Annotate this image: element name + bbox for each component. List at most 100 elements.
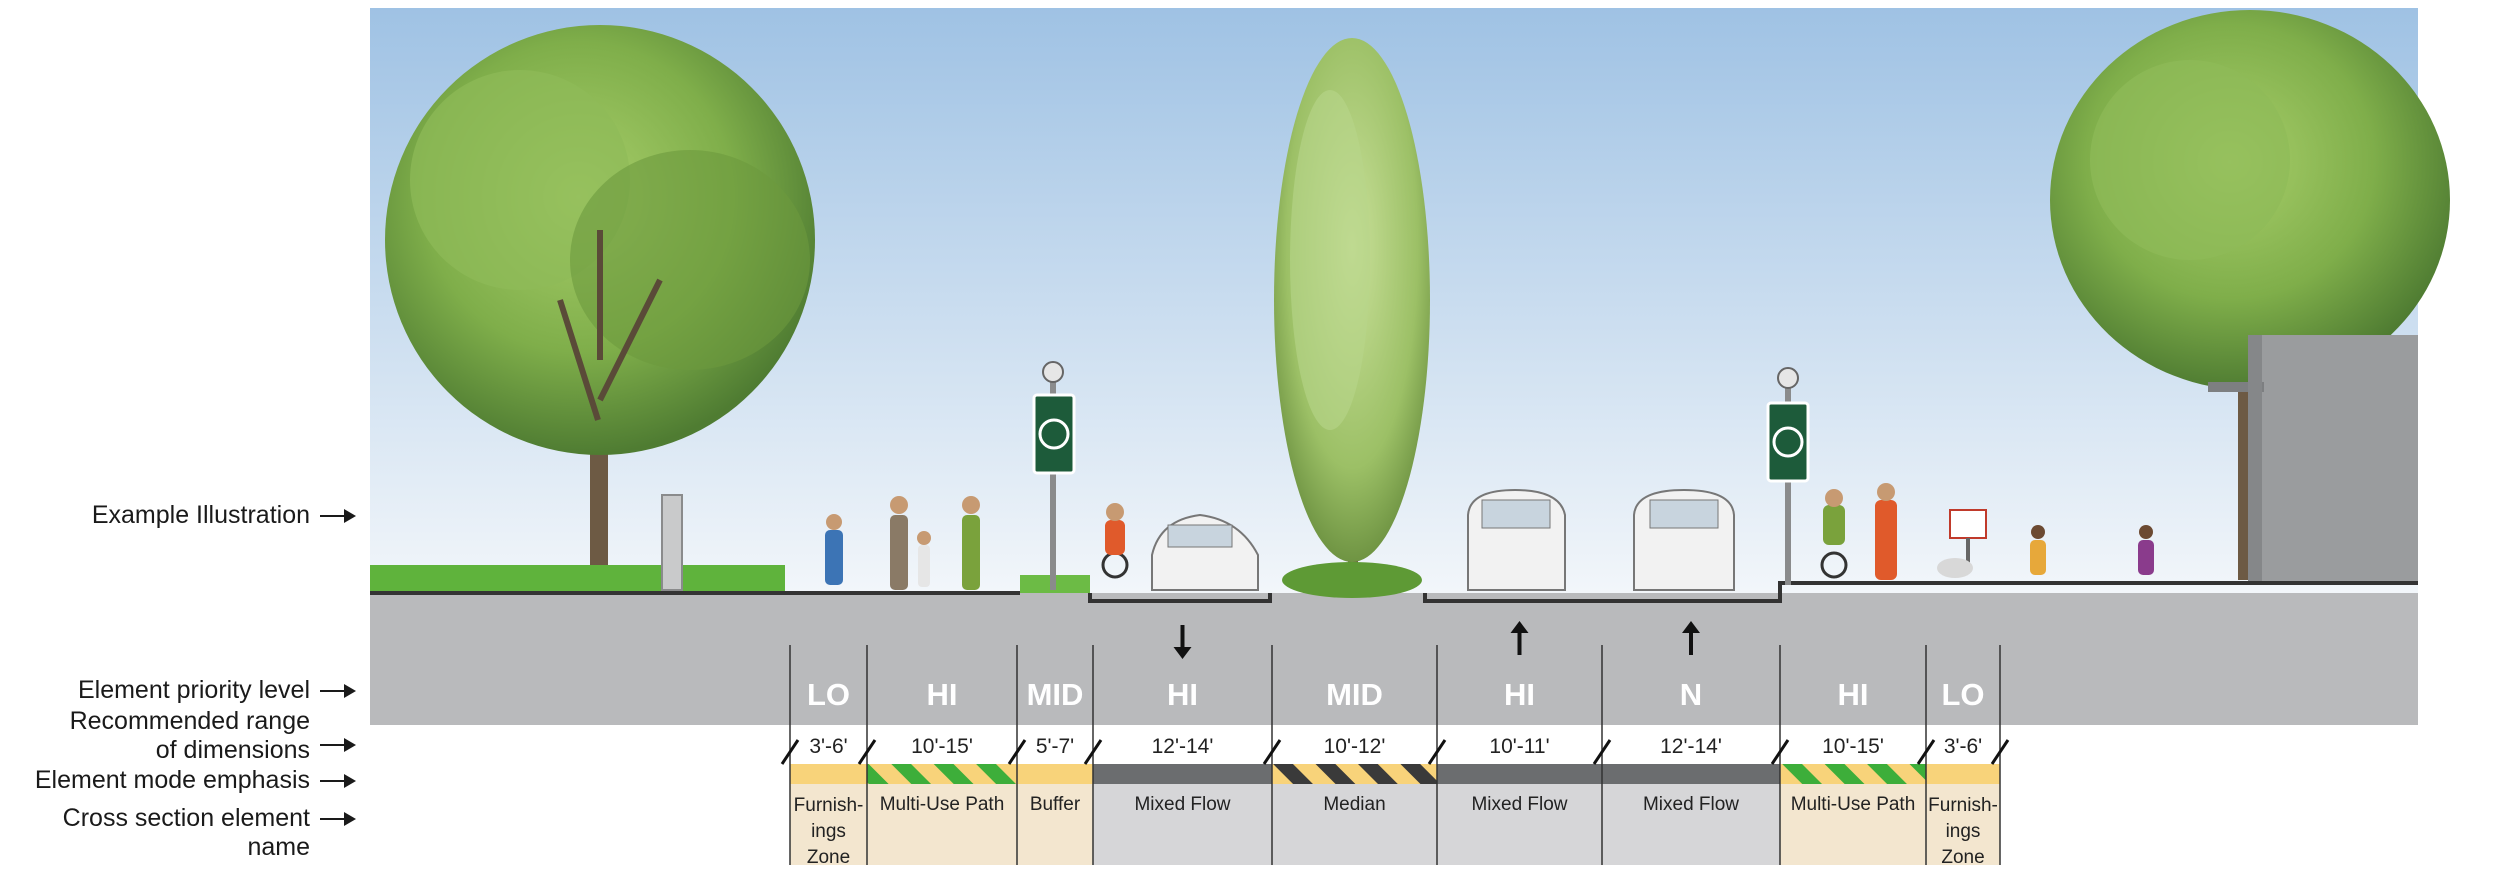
element-name-label: Furnish- — [1928, 795, 1998, 816]
element-name-label: Zone — [807, 847, 850, 868]
car-southbound — [1151, 513, 1259, 591]
element-name-cell — [1602, 784, 1780, 865]
element-name-label: Zone — [1941, 847, 1984, 868]
cross-section-element: HI 10'-11' Mixed Flow — [1437, 621, 1602, 865]
row-arrow-mode — [320, 774, 356, 788]
element-name-cell — [1093, 784, 1272, 865]
range-row-background — [790, 725, 2000, 764]
row-label-range-2: of dimensions — [155, 736, 310, 764]
dimension-tick — [1916, 739, 1936, 765]
dimension-tick — [1427, 739, 1447, 765]
mode-emphasis-bar — [1926, 764, 2000, 784]
priority-level-label: HI — [1167, 677, 1198, 712]
row-label-range-1: Recommended range — [69, 707, 310, 735]
element-name-cell — [790, 784, 867, 865]
left-tree-illustration — [385, 25, 815, 580]
dimension-range-label: 3'-6' — [1944, 735, 1982, 758]
element-name-cell — [1272, 784, 1437, 865]
dimension-tick — [780, 739, 800, 765]
arrow-down-icon — [1173, 625, 1192, 659]
element-name-label: ings — [811, 821, 846, 842]
element-name-cell — [1017, 784, 1093, 865]
row-arrow-priority — [320, 684, 356, 698]
mode-emphasis-bar — [1093, 764, 1272, 784]
row-arrow-name — [320, 812, 356, 826]
dimension-tick — [1770, 739, 1790, 765]
dimension-range-label: 5'-7' — [1036, 735, 1074, 758]
cross-section-element: N 12'-14' Mixed Flow — [1602, 621, 1780, 865]
element-name-cell — [1437, 784, 1602, 865]
pedestrians-right — [1820, 483, 2154, 580]
cross-section-element: HI 10'-15' Multi-Use Path — [867, 677, 1017, 865]
element-name-cell — [1780, 784, 1926, 865]
element-name-label: Mixed Flow — [1643, 794, 1739, 815]
mode-emphasis-bar — [867, 764, 1017, 784]
mode-emphasis-bar — [1780, 764, 1926, 784]
building-illustration — [2208, 335, 2418, 581]
row-arrow-range — [320, 738, 356, 752]
dimension-tick — [1592, 739, 1612, 765]
row-label-priority: Element priority level — [77, 676, 310, 704]
dimension-tick — [857, 739, 877, 765]
mode-emphasis-bar — [1017, 764, 1093, 784]
dimension-range-label: 10'-15' — [911, 735, 973, 758]
bollard-post — [661, 494, 683, 591]
element-name-cell — [867, 784, 1017, 865]
dimension-tick — [1262, 739, 1282, 765]
priority-level-label: LO — [1941, 677, 1984, 712]
cross-section-element: MID 5'-7' Buffer — [1017, 677, 1093, 865]
priority-level-label: LO — [807, 677, 850, 712]
arrow-up-icon — [1682, 621, 1700, 655]
element-name-label: Mixed Flow — [1134, 794, 1230, 815]
row-arrow-example — [320, 509, 356, 523]
mode-emphasis-bar — [1602, 764, 1780, 784]
dimension-tick — [1083, 739, 1103, 765]
mode-emphasis-bar — [1437, 764, 1602, 784]
element-name-label: Multi-Use Path — [1791, 794, 1916, 815]
car-northbound-1 — [1467, 488, 1566, 591]
dimension-range-label: 10'-11' — [1489, 735, 1549, 758]
left-banner-lamp — [1032, 361, 1076, 590]
priority-level-label: HI — [927, 677, 958, 712]
mode-emphasis-bar — [790, 764, 867, 784]
cross-section-element: MID 10'-12' Median — [1272, 677, 1437, 865]
row-label-mode: Element mode emphasis — [34, 766, 310, 794]
dimension-tick — [1990, 739, 2010, 765]
mode-emphasis-bar — [1272, 764, 1437, 784]
dimension-range-label: 12'-14' — [1660, 735, 1722, 758]
road-section-band — [370, 593, 2418, 725]
curb-line — [370, 581, 2418, 603]
element-name-label: Median — [1323, 794, 1385, 815]
median-tree-illustration — [1274, 38, 1430, 598]
dimension-range-label: 3'-6' — [809, 735, 847, 758]
priority-level-label: MID — [1027, 677, 1084, 712]
row-label-example: Example Illustration — [91, 501, 310, 529]
priority-level-label: HI — [1504, 677, 1535, 712]
cross-section-element: HI 12'-14' Mixed Flow — [1093, 625, 1272, 865]
priority-level-label: MID — [1326, 677, 1383, 712]
dimension-tick — [1007, 739, 1027, 765]
right-tree-illustration — [2050, 10, 2450, 580]
element-name-label: Buffer — [1030, 794, 1081, 815]
cyclist-left — [1101, 503, 1129, 579]
element-name-cell — [1926, 784, 2000, 865]
dimension-range-label: 12'-14' — [1152, 735, 1214, 758]
element-name-label: Multi-Use Path — [880, 794, 1005, 815]
row-label-name-2: name — [247, 833, 310, 861]
element-name-label: Furnish- — [794, 795, 864, 816]
dimension-range-label: 10'-15' — [1822, 735, 1884, 758]
car-northbound-2 — [1633, 488, 1735, 591]
element-name-label: Mixed Flow — [1471, 794, 1567, 815]
dimension-range-label: 10'-12' — [1324, 735, 1386, 758]
priority-level-label: HI — [1838, 677, 1869, 712]
cross-section-element: HI 10'-15' Multi-Use Path — [1780, 677, 1926, 865]
priority-level-label: N — [1680, 677, 1702, 712]
row-label-name-1: Cross section element — [62, 804, 310, 832]
right-banner-lamp — [1766, 367, 1810, 585]
pedestrians-left — [825, 496, 980, 590]
element-name-label: ings — [1946, 821, 1981, 842]
